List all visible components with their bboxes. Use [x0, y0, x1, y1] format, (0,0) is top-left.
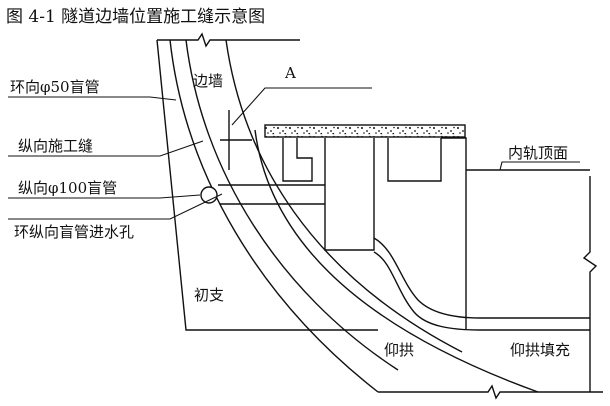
- label-inlet-hole: 环纵向盲管进水孔: [14, 223, 134, 241]
- ditch-slot-right: [387, 138, 442, 182]
- ditch-slot-left: [282, 138, 313, 182]
- inner-surface-curve: [254, 129, 539, 393]
- bottom-break-mark: [378, 384, 603, 400]
- top-break-mark: [157, 32, 300, 48]
- ditch-wall-left: [324, 138, 375, 251]
- leader-long-joint: [8, 140, 204, 157]
- label-long-pipe: 纵向φ100盲管: [18, 179, 117, 197]
- label-invert: 仰拱: [384, 341, 414, 359]
- right-boundary: [582, 176, 598, 392]
- gravel-cover-slab: [264, 124, 466, 138]
- leader-long-pipe: [8, 194, 201, 199]
- figure-title: 图 4-1 隧道边墙位置施工缝示意图: [6, 7, 266, 27]
- lining-curve-3: [225, 39, 463, 353]
- invert-band-lower: [373, 251, 590, 331]
- longitudinal-pipe-circle: [200, 186, 218, 204]
- leader-inlet-hole: [8, 193, 223, 220]
- leader-rail-top: [499, 161, 580, 171]
- label-circ-pipe: 环向φ50盲管: [10, 78, 100, 96]
- label-rail-top: 内轨顶面: [508, 144, 568, 162]
- label-detail-a: A: [284, 64, 296, 82]
- invert-band-upper: [373, 237, 590, 319]
- label-invert-fill: 仰拱填充: [510, 341, 570, 359]
- label-long-joint: 纵向施工缝: [18, 137, 93, 155]
- label-primary-support: 初支: [194, 286, 224, 304]
- primary-support-outline: [156, 39, 378, 331]
- lining-curve-1: [169, 39, 379, 393]
- label-side-wall: 边墙: [193, 72, 223, 90]
- leader-circ-pipe: [8, 96, 177, 101]
- ditch-inner-line: [441, 137, 467, 330]
- lining-curve-2: [185, 39, 399, 371]
- leader-detail-a: [231, 87, 372, 126]
